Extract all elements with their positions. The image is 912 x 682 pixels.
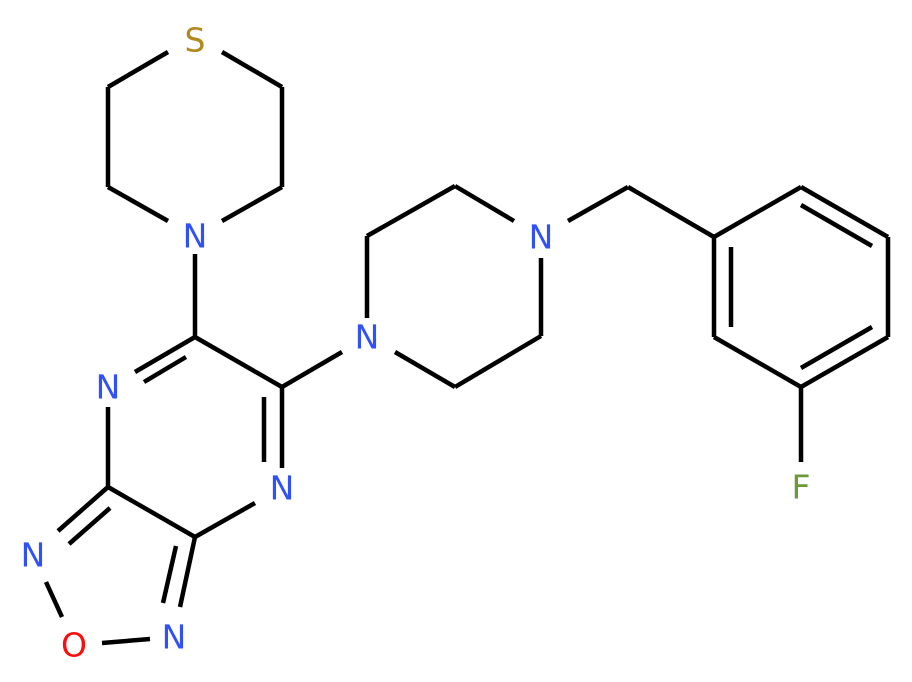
piperazine-ring: [280, 184, 630, 389]
oxygen-atom-furazan: O: [61, 626, 87, 665]
fluorine-atom: F: [792, 468, 811, 507]
nitrogen-atom-piperazine-4: N: [529, 218, 554, 257]
nitrogen-atom-pyrazine-left: N: [96, 368, 121, 407]
nitrogen-atom-thiomorpholine: N: [183, 217, 208, 256]
fluorobenzyl-group: [626, 185, 891, 462]
sulfur-atom: S: [185, 21, 206, 60]
furazan-ring: [43, 485, 198, 646]
nitrogen-atom-piperazine-1: N: [355, 318, 380, 357]
thiomorpholine-ring: [105, 50, 285, 337]
pyrazine-ring: [105, 335, 285, 539]
atom-labels: S N N N N N N O N F: [21, 21, 811, 665]
nitrogen-atom-furazan-right: N: [162, 618, 187, 657]
nitrogen-atom-pyrazine-right: N: [270, 469, 295, 508]
nitrogen-atom-furazan-left: N: [21, 536, 46, 575]
